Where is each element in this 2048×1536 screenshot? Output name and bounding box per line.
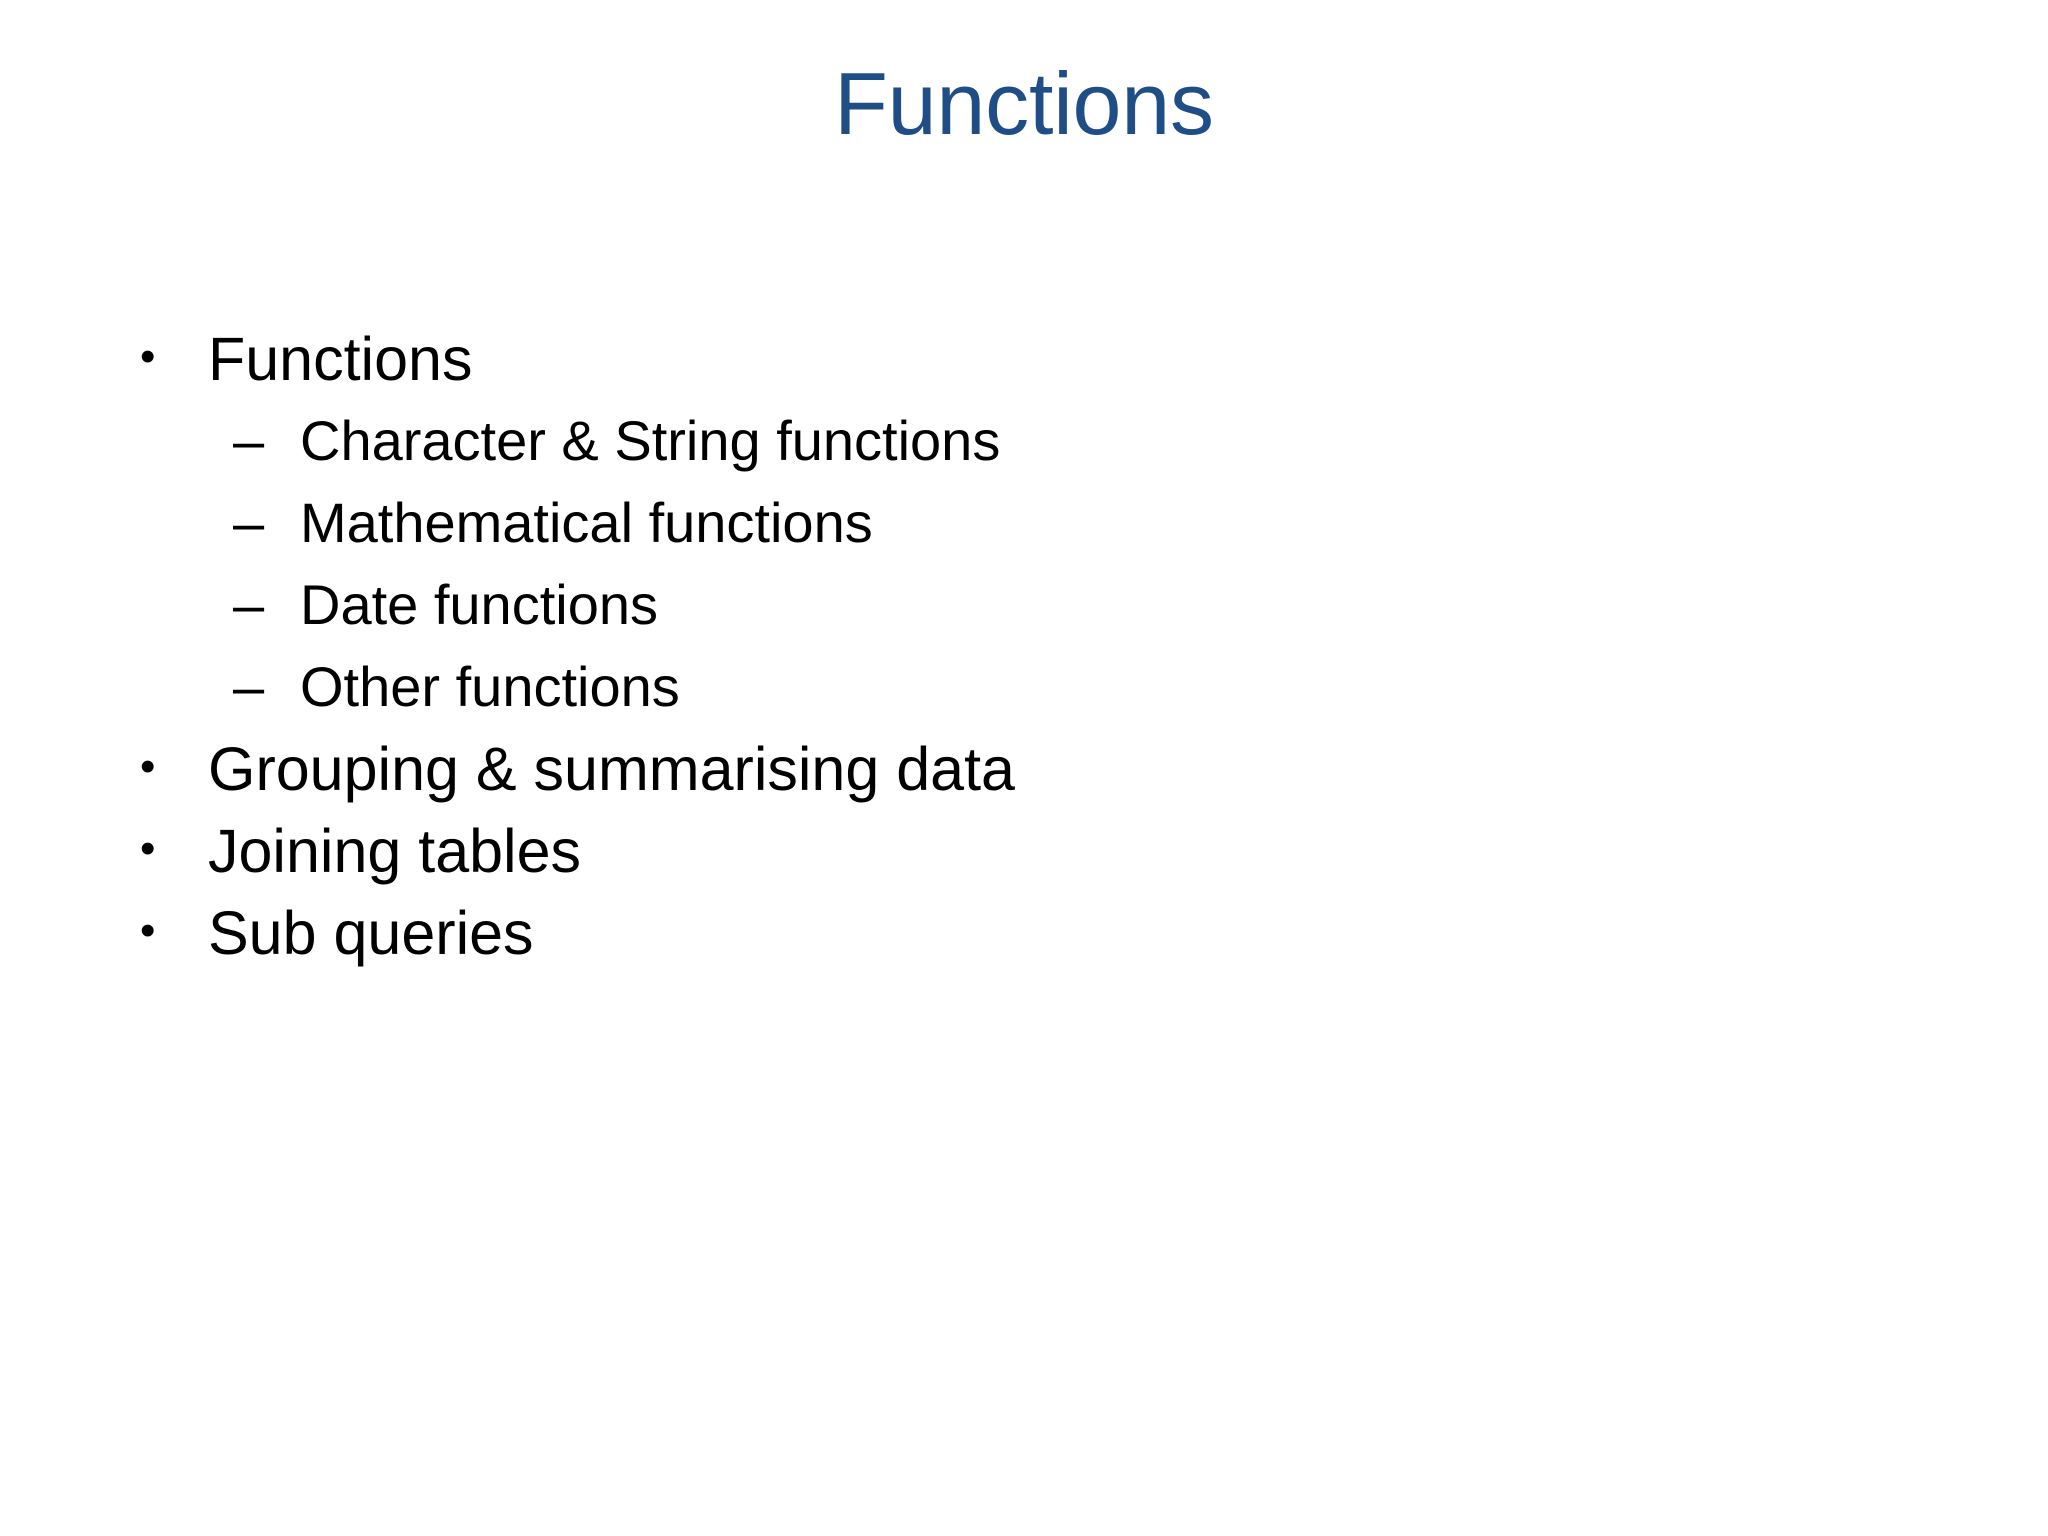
list-item-label: Character & String functions: [300, 409, 1001, 473]
page-title: Functions: [834, 54, 1214, 153]
bullet-dot-icon: •: [140, 742, 156, 792]
list-item[interactable]: – Date functions: [140, 564, 1920, 646]
list-item[interactable]: • Grouping & summarising data: [140, 728, 1920, 810]
list-item[interactable]: • Functions: [140, 318, 1920, 400]
bullet-dash-icon: –: [233, 655, 265, 719]
list-item[interactable]: – Other functions: [140, 646, 1920, 728]
list-item-label: Mathematical functions: [300, 491, 873, 555]
list-item-label: Joining tables: [208, 817, 582, 886]
bullet-dash-icon: –: [233, 409, 265, 473]
bullet-dot-icon: •: [140, 906, 156, 956]
list-item-label: Grouping & summarising data: [208, 735, 1015, 804]
bullet-dot-icon: •: [140, 824, 156, 874]
list-item[interactable]: – Character & String functions: [140, 400, 1920, 482]
list-item-label: Other functions: [300, 655, 680, 719]
list-item[interactable]: – Mathematical functions: [140, 482, 1920, 564]
list-item[interactable]: • Sub queries: [140, 892, 1920, 974]
list-item-label: Date functions: [300, 573, 658, 637]
list-item-label: Sub queries: [208, 899, 534, 968]
bullet-dash-icon: –: [233, 573, 265, 637]
bullet-dot-icon: •: [140, 332, 156, 381]
list-item-label: Functions: [208, 325, 473, 393]
list-item[interactable]: • Joining tables: [140, 810, 1920, 892]
bullet-dash-icon: –: [233, 491, 265, 555]
bullet-list: • Functions – Character & String functio…: [140, 318, 1920, 974]
